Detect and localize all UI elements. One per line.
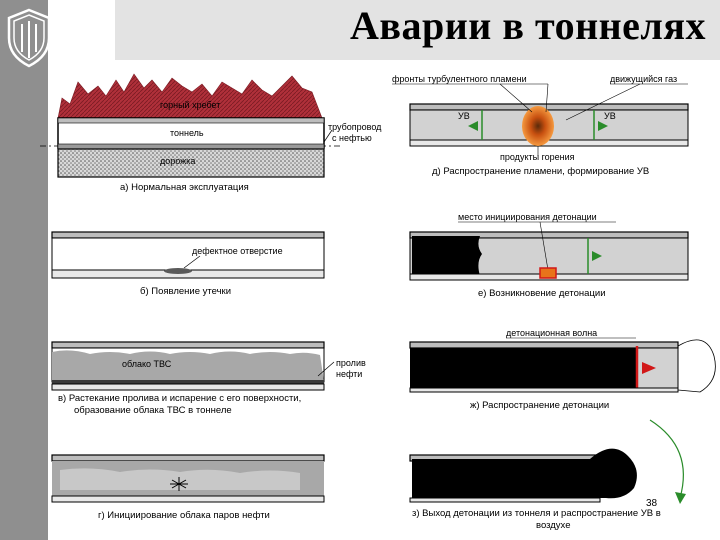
caption-e: е) Возникновение детонации: [478, 288, 606, 299]
mountain-ridge: [57, 73, 323, 119]
panel-v-cloud: облако ТВС пролив нефти в) Растекание пр…: [51, 341, 366, 416]
caption-z-1: з) Выход детонации из тоннеля и распрост…: [412, 508, 661, 519]
arrow-down-icon: [675, 492, 686, 504]
ridge-label: горный хребет: [160, 100, 220, 110]
shield-logo-icon: [7, 8, 51, 68]
combustion-products: [412, 236, 482, 276]
caption-v-2: образование облака ТВС в тоннеле: [74, 405, 232, 416]
road-bed: [57, 148, 325, 178]
wave-label: детонационная волна: [506, 328, 597, 338]
flame-front: [522, 106, 554, 146]
spill-label-2: нефти: [336, 369, 362, 379]
panel-zh-detonation-propagation: детонационная волна ж) Распространение д…: [409, 328, 716, 411]
uv-label-left: УВ: [458, 111, 470, 121]
title-band: Аварии в тоннелях: [115, 0, 720, 60]
caption-zh: ж) Распространение детонации: [470, 400, 609, 411]
oil-pipeline: [57, 143, 325, 150]
ignition-spark-icon: [170, 477, 188, 491]
arrow-right-icon: [642, 362, 656, 374]
road-label: дорожка: [160, 156, 195, 166]
oil-spill: [52, 380, 324, 384]
cloud-label: облако ТВС: [122, 359, 172, 369]
detonation-plume: [412, 448, 637, 499]
panel-a-normal-operation: горный хребет тоннель дорожка трубопрово…: [40, 73, 382, 193]
detonation-products: [410, 348, 636, 388]
panel-b-leak: дефектное отверстие б) Появление утечки: [51, 231, 325, 297]
caption-g: г) Инициирование облака паров нефти: [98, 510, 270, 521]
defect-label: дефектное отверстие: [192, 246, 283, 256]
tvs-cloud: [52, 350, 324, 382]
pipeline-label-2: с нефтью: [332, 133, 372, 143]
detonation-point: [539, 267, 557, 279]
leak-puddle: [164, 268, 192, 274]
air-shock-wave: [677, 339, 716, 393]
panel-d-flame: фронты турбулентного пламени движущийся …: [392, 74, 689, 177]
slide-title: Аварии в тоннелях: [350, 3, 706, 48]
caption-a: а) Нормальная эксплуатация: [120, 182, 249, 193]
tunnel-lining: [57, 117, 325, 124]
caption-v-1: в) Растекание пролива и испарение с его …: [58, 393, 301, 404]
arrow-right-icon: [598, 121, 608, 131]
pipeline-label-1: трубопровод: [328, 122, 382, 132]
arrow-left-icon: [468, 121, 478, 131]
caption-z-2: воздухе: [536, 520, 570, 531]
gas-label: движущийся газ: [610, 74, 677, 84]
arrow-right-icon: [592, 251, 602, 261]
spill-label-1: пролив: [336, 358, 366, 368]
uv-label-right: УВ: [604, 111, 616, 121]
panel-z-exit: 38 з) Выход детонации из тоннеля и распр…: [409, 419, 686, 531]
tunnel-label: тоннель: [170, 128, 204, 138]
page-number: 38: [646, 498, 658, 509]
panel-e-detonation-onset: место инициирования детонации е) Возникн…: [409, 212, 689, 299]
panel-g-initiation: г) Инициирование облака паров нефти: [51, 454, 325, 521]
caption-d: д) Распространение пламени, формирование…: [432, 166, 649, 177]
caption-b: б) Появление утечки: [140, 286, 231, 297]
products-label: продукты горения: [500, 152, 575, 162]
left-sidebar-bar: [0, 0, 48, 540]
green-shock-arc: [649, 419, 684, 499]
fronts-label: фронты турбулентного пламени: [392, 74, 527, 84]
init-label: место инициирования детонации: [458, 212, 597, 222]
